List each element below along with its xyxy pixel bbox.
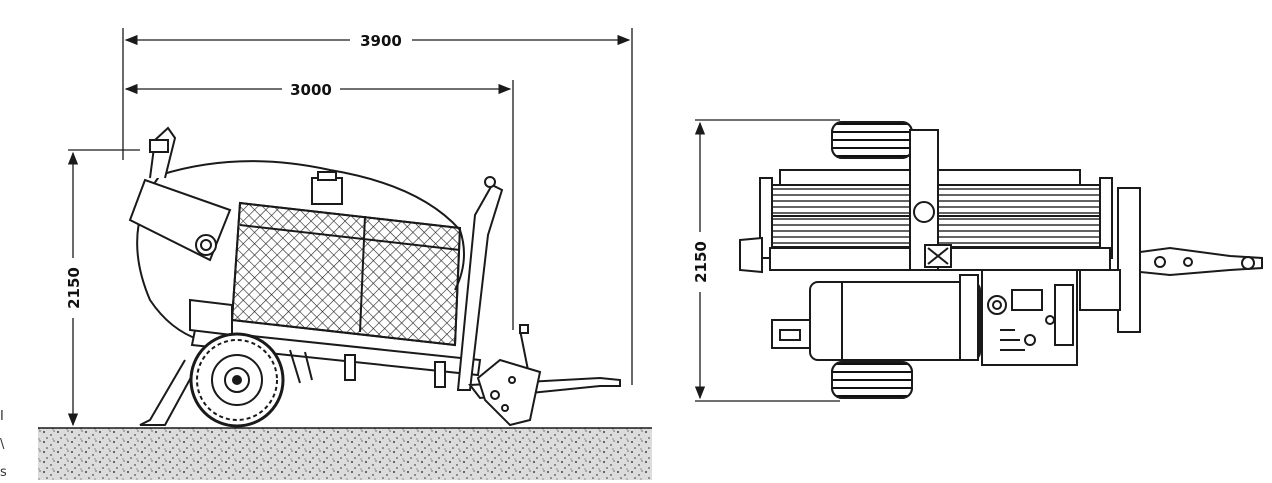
dimension-top-width [694,119,840,402]
dimension-overall-length-label: 3900 [360,32,402,50]
reel-drum [769,184,1111,248]
dimension-top-width-label: 2150 [692,241,710,283]
dimension-overall-length [122,28,633,385]
machine-top-view [739,121,1263,399]
dimension-body-length [124,80,514,330]
engine-block [809,274,981,361]
dimension-side-height [67,149,140,427]
edge-glyph-3: s [0,466,6,479]
wheel [189,332,285,428]
dimension-body-length-label: 3000 [290,81,332,99]
edge-glyph-2: \ [0,438,5,451]
ground [38,427,652,480]
machine-side-view [128,126,621,428]
edge-glyph-1: I [0,410,4,423]
engine-enclosure [230,201,462,347]
dimension-side-height-label: 2150 [65,267,83,309]
control-panel [981,269,1078,366]
